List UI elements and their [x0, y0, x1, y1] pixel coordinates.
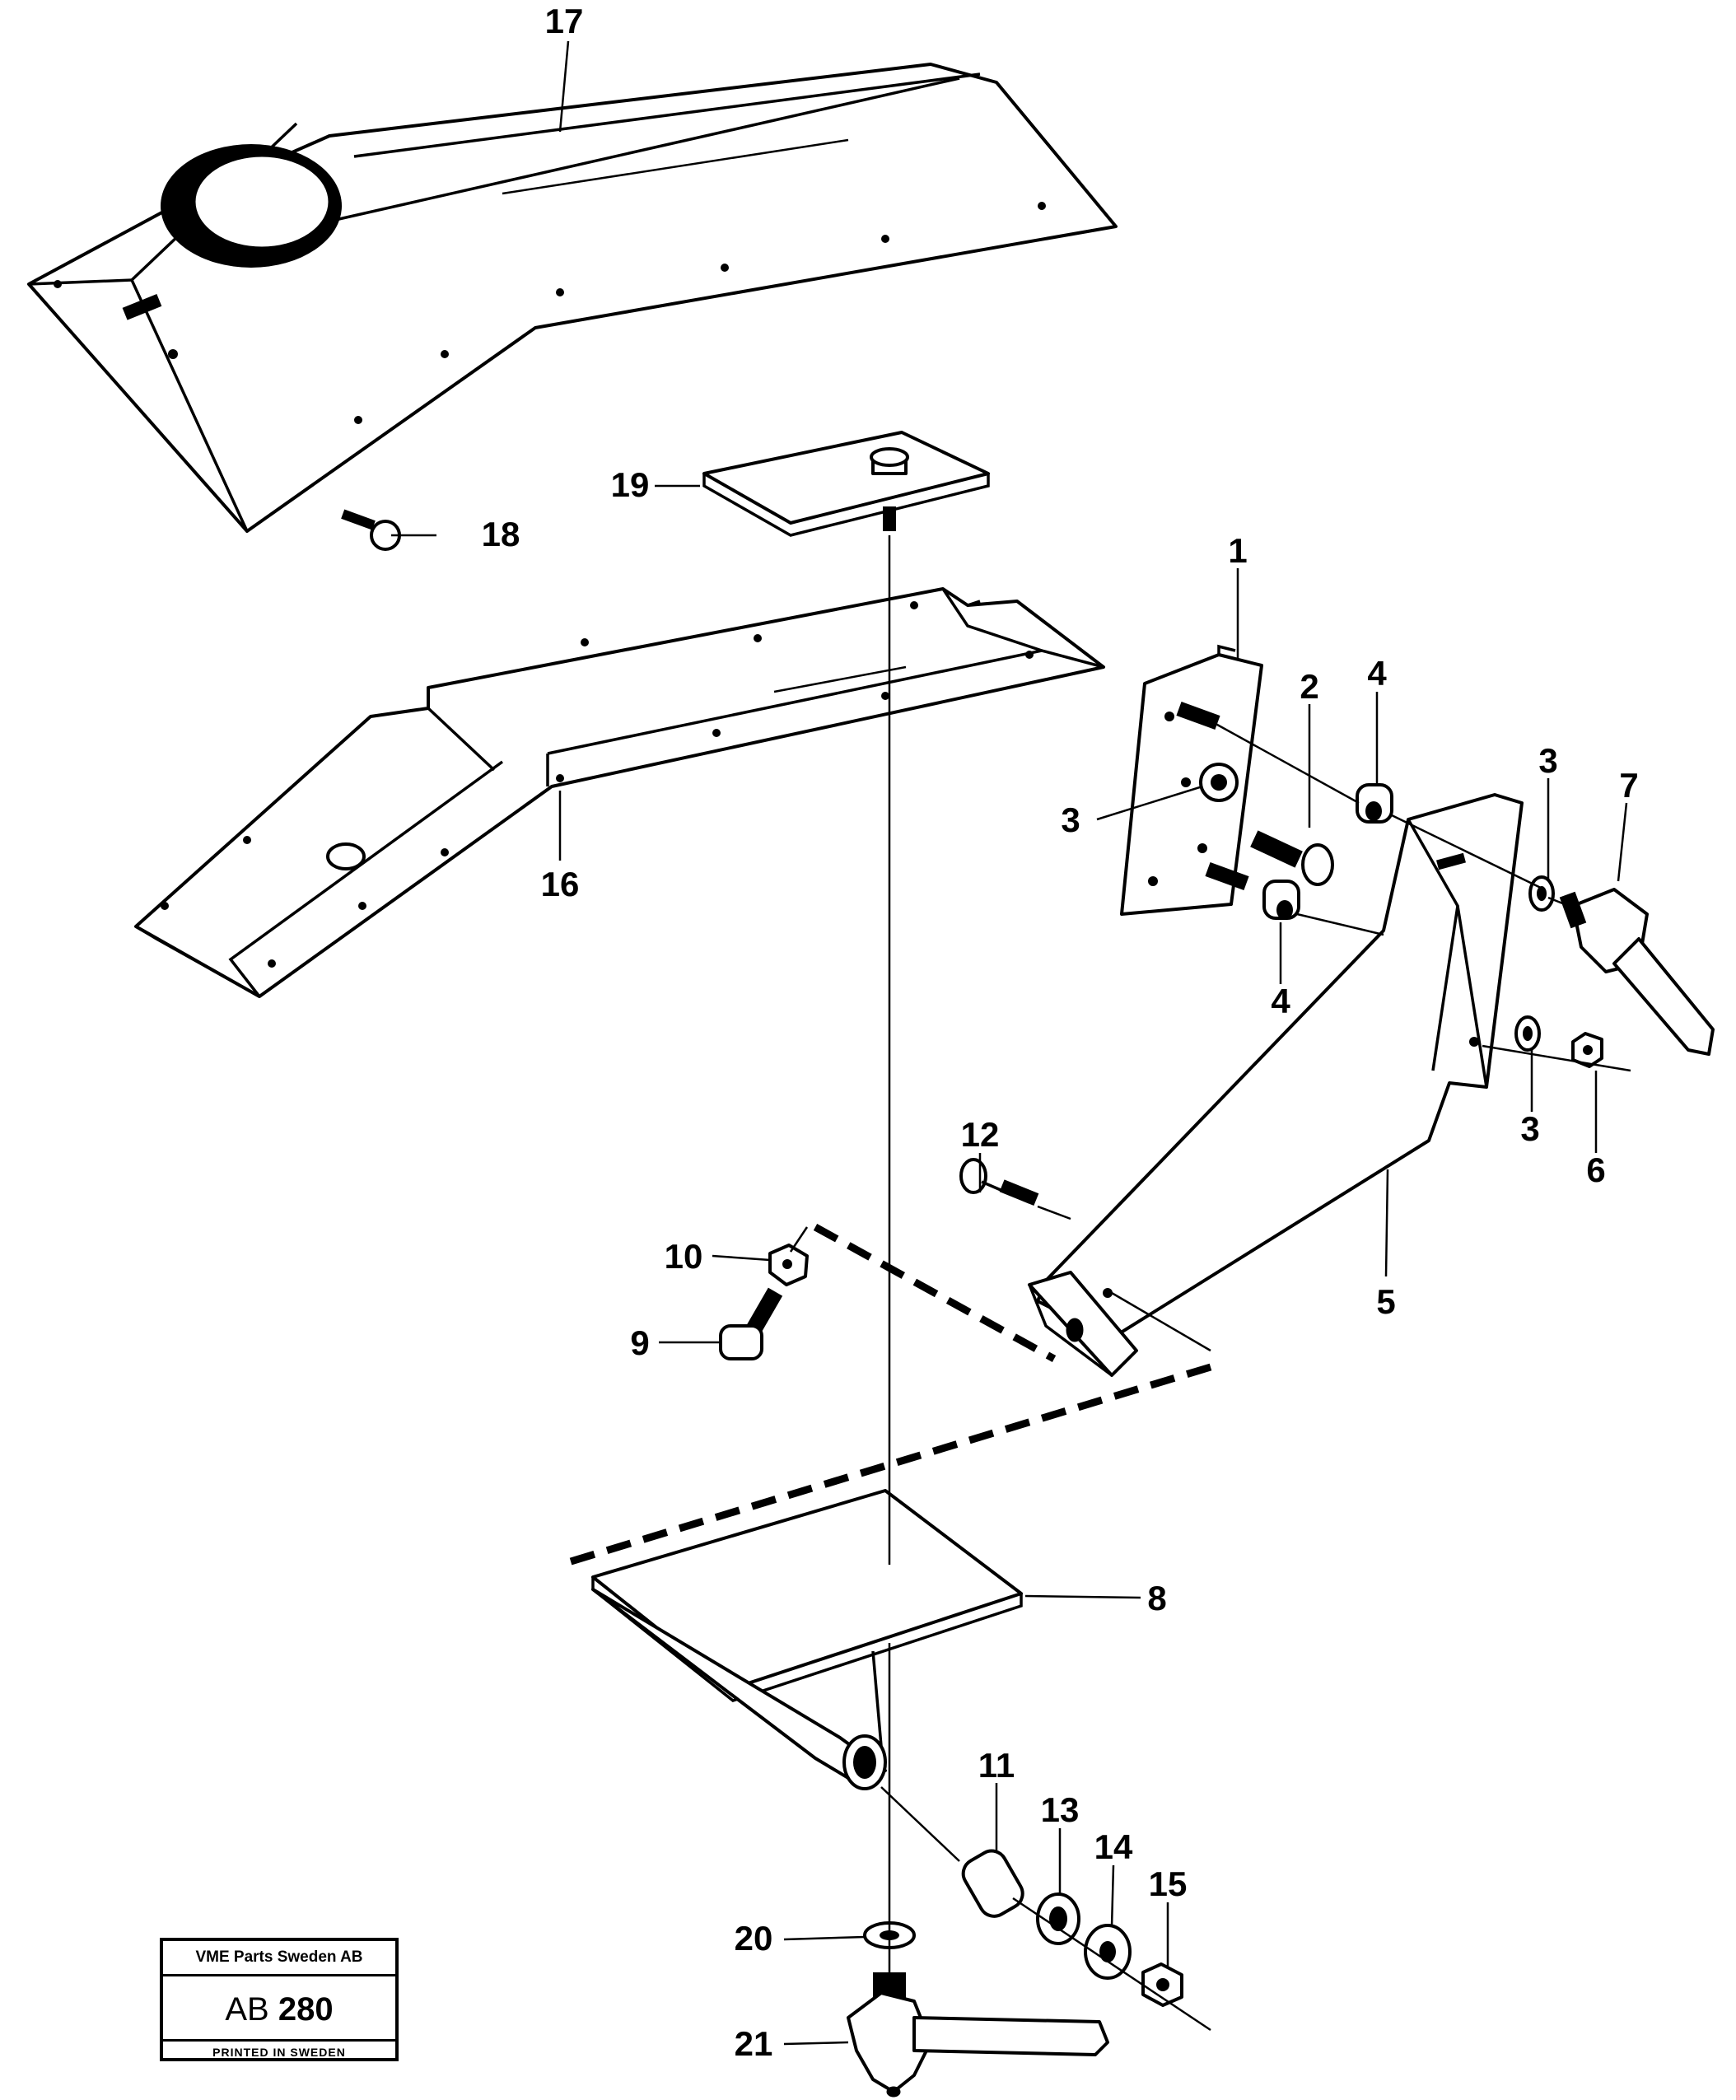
- callout-6: 6: [1586, 1150, 1605, 1189]
- callout-3-a: 3: [1061, 800, 1080, 839]
- part-4-spacer-lower: [1262, 880, 1300, 920]
- callout-21: 21: [735, 2024, 773, 2063]
- part-9-bolt: [719, 1287, 783, 1360]
- part-1-mounting-plate: [1120, 644, 1263, 916]
- callout-8: 8: [1147, 1579, 1166, 1617]
- callout-3-c: 3: [1520, 1109, 1539, 1148]
- part-8-foot-plate: [591, 1489, 1023, 1790]
- part-14-washer: [1084, 1924, 1132, 1980]
- callout-14: 14: [1094, 1827, 1133, 1866]
- part-16-chassis-channel: [134, 587, 1105, 998]
- callout-11: 11: [978, 1746, 1015, 1785]
- leader-lines: [391, 40, 1628, 2046]
- callout-2: 2: [1300, 667, 1318, 706]
- callout-20: 20: [735, 1919, 773, 1958]
- callout-15: 15: [1149, 1864, 1188, 1903]
- part-7-clamp-handle: [1559, 888, 1715, 1056]
- callout-1: 1: [1228, 531, 1247, 570]
- part-3-washer-b: [1528, 875, 1555, 912]
- callout-5: 5: [1376, 1282, 1395, 1321]
- stamp-code: AB 280: [163, 1976, 395, 2042]
- stamp-footer: PRINTED IN SWEDEN: [212, 2046, 346, 2059]
- part-3-washer-a: [1199, 763, 1239, 802]
- part-3-washer-c: [1514, 1015, 1541, 1052]
- callout-12: 12: [961, 1115, 1000, 1154]
- part-18-screw: [341, 509, 401, 551]
- stamp-code-prefix: AB: [225, 1991, 269, 2028]
- part-15-nut: [1141, 1962, 1183, 2007]
- callout-3-b: 3: [1538, 741, 1557, 780]
- stamp-code-number: 280: [278, 1991, 334, 2028]
- callout-19: 19: [611, 465, 650, 504]
- part-11-spacer: [961, 1849, 1024, 1918]
- callout-18: 18: [482, 515, 520, 553]
- stud-lower: [1205, 861, 1249, 891]
- part-17-upper-cover: [27, 63, 1118, 533]
- part-5-bracket-arm: [1028, 793, 1524, 1377]
- callout-16: 16: [541, 865, 580, 903]
- assembly-lines: [558, 535, 1631, 2032]
- callout-4-upper: 4: [1367, 654, 1387, 693]
- callout-10: 10: [665, 1237, 703, 1276]
- callout-7: 7: [1619, 766, 1638, 805]
- stamp-company: VME Parts Sweden AB: [163, 1941, 395, 1976]
- callout-9: 9: [630, 1323, 649, 1362]
- part-2-bolt: [1250, 830, 1334, 886]
- publisher-stamp: VME Parts Sweden AB AB 280 PRINTED IN SW…: [160, 1938, 399, 2061]
- part-12-bolt: [959, 1158, 1039, 1206]
- part-6-nut: [1571, 1032, 1603, 1068]
- callout-labels: 1 2 3 3 3 4 4 5 6 7 8 9 10 11 12 13 14 1…: [482, 2, 1639, 2063]
- callout-17: 17: [545, 2, 584, 40]
- part-4-spacer-upper: [1356, 783, 1393, 824]
- part-19-plate: [702, 431, 990, 537]
- callout-4-lower: 4: [1271, 982, 1290, 1020]
- stud-upper: [1176, 701, 1220, 730]
- part-10-nut: [768, 1244, 809, 1286]
- callout-13: 13: [1041, 1790, 1080, 1829]
- part-21-clamp-handle: [847, 1972, 1109, 2098]
